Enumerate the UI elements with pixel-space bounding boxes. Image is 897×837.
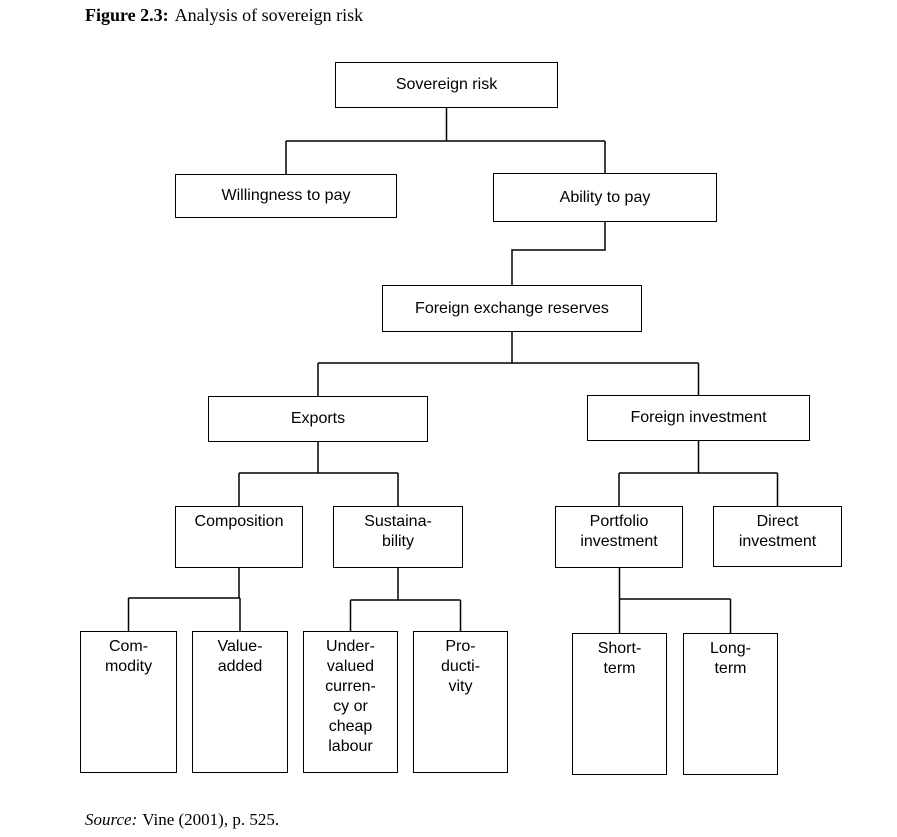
node-foreign-investment: Foreign investment	[587, 395, 810, 441]
node-composition: Composition	[175, 506, 303, 568]
connector-foreign-investment-to-children	[618, 441, 779, 506]
node-foreign-exchange-reserves: Foreign exchange reserves	[382, 285, 642, 332]
node-productivity: Pro- ducti- vity	[413, 631, 508, 773]
figure-title: Figure 2.3:Analysis of sovereign risk	[85, 5, 363, 26]
connector-composition-to-children	[127, 568, 241, 631]
node-sustainability: Sustaina- bility	[333, 506, 463, 568]
node-undervalued-currency: Under- valued curren- cy or cheap labour	[303, 631, 398, 773]
source-label: Source:	[85, 810, 138, 829]
figure-caption: Analysis of sovereign risk	[174, 5, 364, 25]
node-exports: Exports	[208, 396, 428, 442]
connector-exports-to-children	[238, 442, 399, 506]
node-short-term: Short- term	[572, 633, 667, 775]
connector-sustainability-to-children	[349, 568, 462, 631]
connector-ability-to-reserves	[511, 222, 606, 285]
connector-sovereign-to-children	[285, 108, 606, 174]
node-ability-to-pay: Ability to pay	[493, 173, 717, 222]
source-citation: Source:Vine (2001), p. 525.	[85, 810, 279, 830]
connector-reserves-to-children	[317, 332, 700, 396]
node-value-added: Value- added	[192, 631, 288, 773]
figure-number-label: Figure 2.3:	[85, 5, 169, 25]
node-long-term: Long- term	[683, 633, 778, 775]
node-commodity: Com- modity	[80, 631, 177, 773]
node-sovereign-risk: Sovereign risk	[335, 62, 558, 108]
node-portfolio-investment: Portfolio investment	[555, 506, 683, 568]
source-text: Vine (2001), p. 525.	[142, 810, 280, 829]
connector-portfolio-to-children	[618, 568, 732, 633]
node-willingness-to-pay: Willingness to pay	[175, 174, 397, 218]
node-direct-investment: Direct investment	[713, 506, 842, 567]
